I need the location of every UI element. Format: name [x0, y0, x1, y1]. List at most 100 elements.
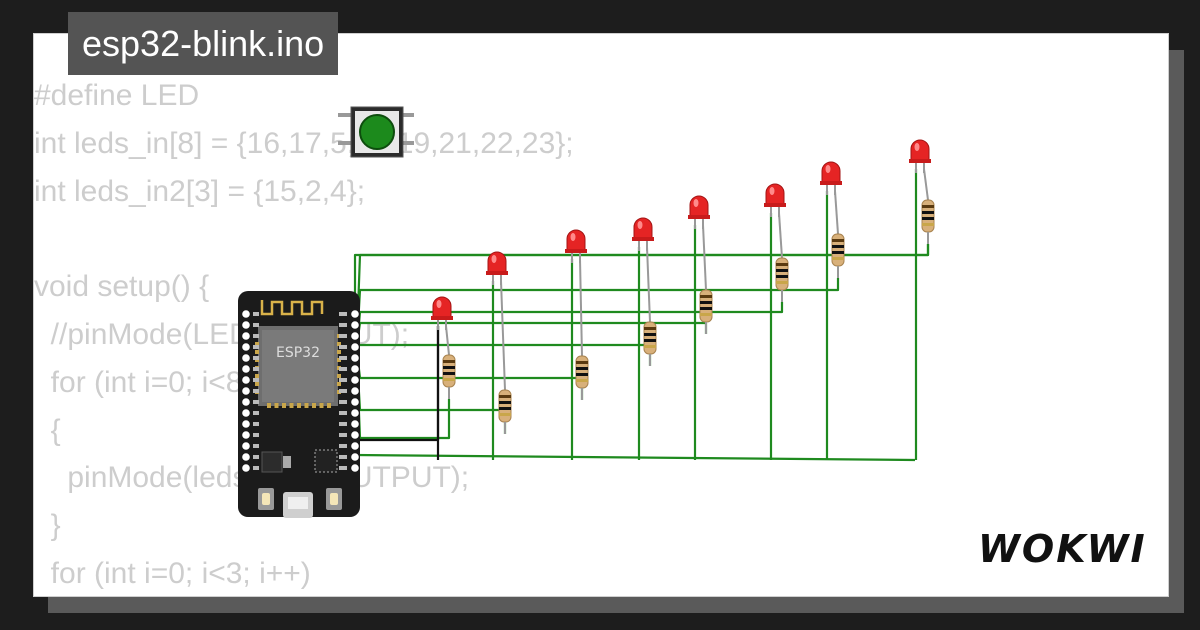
- pin-label-mark: [253, 466, 259, 470]
- button-leg: [400, 141, 414, 145]
- resistor: [442, 354, 456, 388]
- resistor-band: [576, 361, 588, 364]
- pin-label-mark: [339, 411, 347, 415]
- led-highlight: [693, 199, 699, 207]
- pin-label-mark: [339, 455, 347, 459]
- pin-label-mark: [253, 433, 259, 437]
- resistor-band: [776, 275, 788, 278]
- header-pin: [242, 420, 250, 428]
- red-led: [689, 195, 709, 218]
- resistor-band: [776, 269, 788, 272]
- chip-pad: [274, 403, 279, 408]
- pin-label-mark: [339, 323, 347, 327]
- resistor-band: [576, 373, 588, 376]
- wire: [353, 302, 784, 370]
- pin-label-mark: [339, 466, 347, 470]
- pin-label-mark: [253, 312, 259, 316]
- led-highlight: [825, 165, 831, 173]
- resistor-band: [644, 327, 656, 330]
- resistor-band: [832, 245, 844, 248]
- resistor-band: [576, 367, 588, 370]
- resistor-lead: [579, 258, 583, 357]
- header-pin: [351, 442, 359, 450]
- pin-label-mark: [339, 367, 347, 371]
- simulation-canvas[interactable]: [33, 33, 1169, 597]
- chip-pad: [312, 403, 316, 408]
- chip-pad: [304, 403, 309, 408]
- resistor: [575, 355, 589, 389]
- resistor-band: [443, 360, 455, 363]
- chip-pad: [319, 403, 324, 408]
- wokwi-logo: WOKWI: [978, 527, 1147, 571]
- resistor-lead: [445, 325, 450, 356]
- chip-pad: [282, 403, 286, 408]
- pin-label-mark: [253, 345, 259, 349]
- red-led: [821, 161, 841, 184]
- resistor-band: [499, 407, 511, 410]
- resistor-lead: [646, 246, 651, 323]
- pin-label-mark: [339, 389, 347, 393]
- led-rim: [909, 159, 931, 163]
- header-pin: [242, 376, 250, 384]
- pin-label-mark: [339, 433, 347, 437]
- header-pin: [242, 343, 250, 351]
- resistor-lead: [923, 168, 929, 201]
- pin-label-mark: [253, 378, 259, 382]
- pin-label-mark: [253, 455, 259, 459]
- resistor: [699, 289, 713, 323]
- chip-pad: [337, 382, 341, 386]
- header-pin: [351, 365, 359, 373]
- pushbutton[interactable]: [338, 106, 414, 158]
- header-pin: [351, 310, 359, 318]
- red-led: [765, 183, 785, 206]
- resistor: [643, 321, 657, 355]
- header-pin: [242, 409, 250, 417]
- resistor-lead: [500, 280, 506, 391]
- button-cap: [359, 114, 395, 150]
- resistor-band: [700, 313, 712, 316]
- pin-label-mark: [339, 378, 347, 382]
- chip-pad: [255, 382, 259, 386]
- voltage-regulator: [261, 451, 283, 473]
- red-led: [566, 229, 586, 252]
- chip-pad: [337, 374, 341, 378]
- header-pin: [242, 332, 250, 340]
- resistor-band: [922, 205, 934, 208]
- led-rim: [632, 237, 654, 241]
- chip-pad: [337, 342, 341, 346]
- resistor-band: [922, 223, 934, 226]
- chip-pad: [255, 374, 259, 378]
- module-shield: [262, 330, 334, 402]
- header-pin: [242, 453, 250, 461]
- resistor-band: [576, 379, 588, 382]
- pin-label-mark: [339, 356, 347, 360]
- header-pin: [351, 398, 359, 406]
- button-leg: [338, 113, 352, 117]
- header-pin: [242, 464, 250, 472]
- resistor-band: [499, 401, 511, 404]
- chip-pad: [297, 403, 301, 408]
- antenna-trace: [260, 300, 324, 316]
- button-leg: [338, 141, 352, 145]
- resistor-lead: [834, 190, 839, 235]
- wire: [353, 324, 507, 434]
- resistor: [831, 233, 845, 267]
- led-rim: [820, 181, 842, 185]
- pin-label-mark: [339, 422, 347, 426]
- file-name-tab[interactable]: esp32-blink.ino: [68, 12, 339, 75]
- esp32-board[interactable]: ESP32: [238, 291, 360, 518]
- header-pin: [351, 431, 359, 439]
- resistor-band: [499, 413, 511, 416]
- regulator-tab: [283, 456, 291, 468]
- resistor-lead: [778, 212, 783, 259]
- pin-label-mark: [339, 312, 347, 316]
- resistor-band: [700, 307, 712, 310]
- header-pin: [351, 453, 359, 461]
- resistor-band: [832, 251, 844, 254]
- pin-label-mark: [253, 400, 259, 404]
- chip-pad: [327, 403, 331, 408]
- resistor-band: [776, 281, 788, 284]
- pin-label-mark: [253, 422, 259, 426]
- led-rim: [431, 316, 453, 320]
- red-led: [432, 296, 452, 319]
